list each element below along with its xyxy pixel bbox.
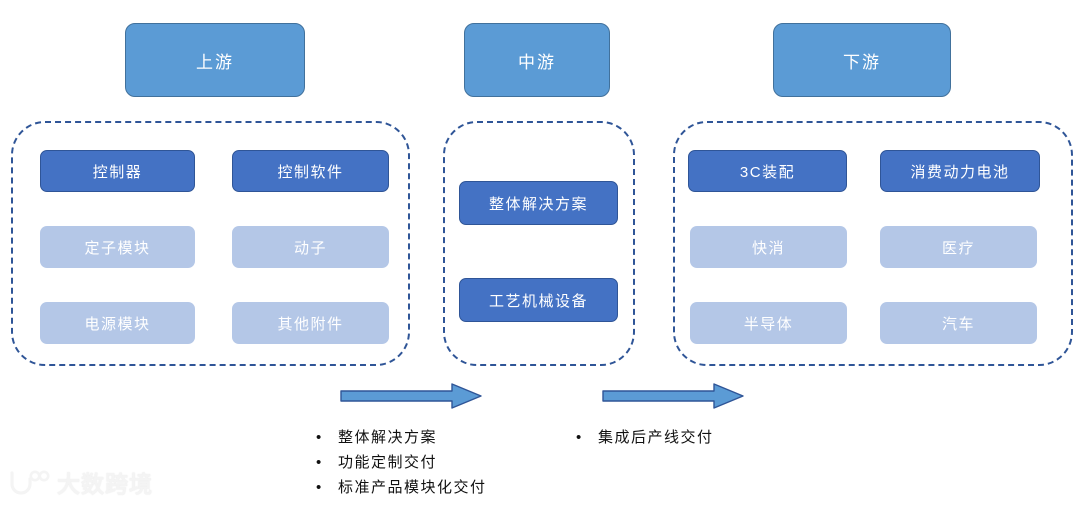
item-box-downstream-5[interactable]: 半导体 <box>690 302 847 344</box>
item-label: 控制器 <box>92 163 143 181</box>
tier-header-downstream-label: 下游 <box>843 52 881 72</box>
item-label: 医疗 <box>941 239 975 257</box>
arrow-midstream-to-downstream <box>602 383 744 409</box>
item-box-downstream-2[interactable]: 消费动力电池 <box>880 150 1040 192</box>
item-label: 工艺机械设备 <box>488 292 588 310</box>
item-label: 3C装配 <box>739 163 796 181</box>
dashuquajing-logo-icon <box>10 470 50 495</box>
item-label: 定子模块 <box>84 239 151 257</box>
item-box-upstream-4[interactable]: 动子 <box>232 226 389 268</box>
watermark-text: 大数跨境 <box>57 471 153 497</box>
bullet-icon: • <box>316 429 322 446</box>
item-box-midstream-1[interactable]: 整体解决方案 <box>459 181 618 225</box>
item-box-upstream-2[interactable]: 控制软件 <box>232 150 389 192</box>
item-label: 汽车 <box>941 315 975 333</box>
list-item: • 功能定制交付 <box>316 450 487 475</box>
item-box-downstream-4[interactable]: 医疗 <box>880 226 1037 268</box>
list-item: • 集成后产线交付 <box>576 425 714 450</box>
tier-group-downstream <box>673 121 1073 366</box>
item-box-upstream-5[interactable]: 电源模块 <box>40 302 195 344</box>
item-label: 电源模块 <box>84 315 151 333</box>
item-label: 半导体 <box>743 315 794 333</box>
tier-header-midstream-label: 中游 <box>518 52 556 72</box>
item-label: 动子 <box>293 239 327 257</box>
notes-midstream-to-downstream: • 集成后产线交付 <box>576 425 714 450</box>
note-text: 功能定制交付 <box>338 454 438 471</box>
item-label: 快消 <box>751 239 785 257</box>
bullet-icon: • <box>316 454 322 471</box>
list-item: • 整体解决方案 <box>316 425 487 450</box>
tier-header-downstream: 下游 <box>773 23 951 97</box>
arrow-upstream-to-midstream <box>340 383 482 409</box>
note-text: 集成后产线交付 <box>598 429 714 446</box>
item-label: 消费动力电池 <box>910 163 1010 181</box>
note-text: 整体解决方案 <box>338 429 438 446</box>
item-box-upstream-1[interactable]: 控制器 <box>40 150 195 192</box>
item-box-downstream-6[interactable]: 汽车 <box>880 302 1037 344</box>
bullet-icon: • <box>316 479 322 496</box>
watermark: 大数跨境 <box>8 462 168 502</box>
item-box-downstream-3[interactable]: 快消 <box>690 226 847 268</box>
notes-upstream-to-midstream: • 整体解决方案 • 功能定制交付 • 标准产品模块化交付 <box>316 425 487 500</box>
item-label: 整体解决方案 <box>488 195 588 213</box>
tier-header-midstream: 中游 <box>464 23 610 97</box>
note-text: 标准产品模块化交付 <box>338 479 487 496</box>
item-label: 控制软件 <box>277 163 344 181</box>
item-box-upstream-3[interactable]: 定子模块 <box>40 226 195 268</box>
item-box-midstream-2[interactable]: 工艺机械设备 <box>459 278 618 322</box>
tier-header-upstream: 上游 <box>125 23 305 97</box>
list-item: • 标准产品模块化交付 <box>316 475 487 500</box>
tier-header-upstream-label: 上游 <box>196 52 234 72</box>
tier-group-upstream <box>11 121 410 366</box>
tier-group-midstream <box>443 121 635 366</box>
item-box-downstream-1[interactable]: 3C装配 <box>688 150 847 192</box>
item-label: 其他附件 <box>277 315 344 333</box>
bullet-icon: • <box>576 429 582 446</box>
item-box-upstream-6[interactable]: 其他附件 <box>232 302 389 344</box>
